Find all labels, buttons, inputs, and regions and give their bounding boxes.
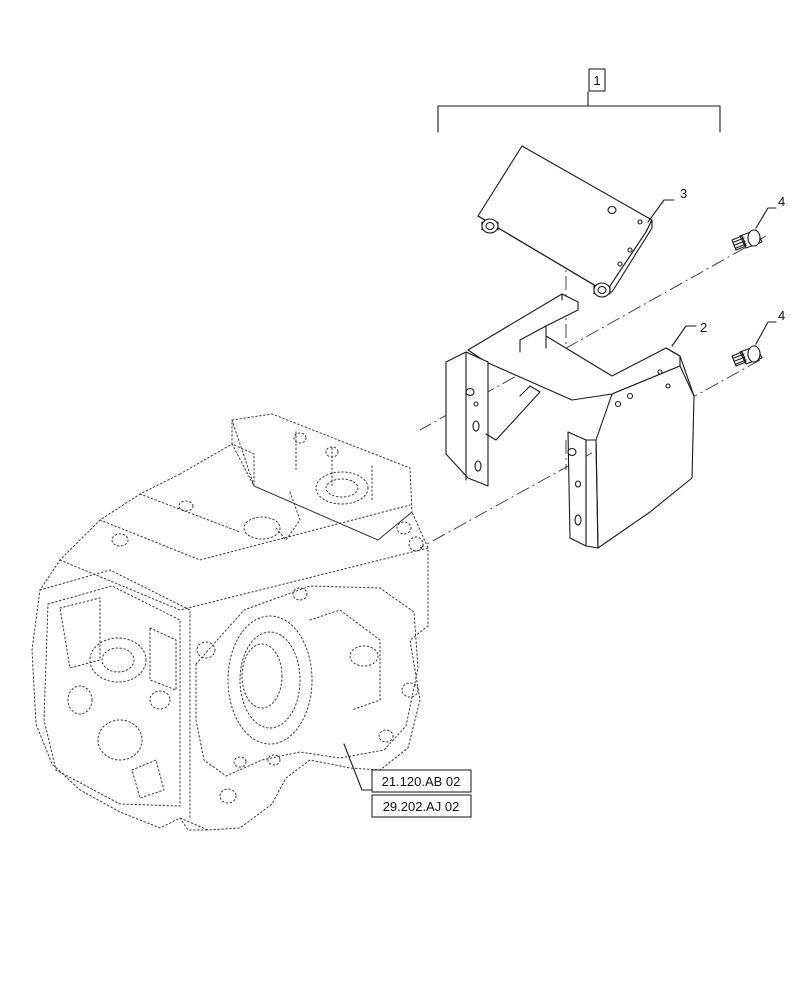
assembly-bracket (437, 91, 721, 133)
reference-leader (343, 743, 373, 791)
bolt-lower (731, 345, 763, 367)
callout-3[interactable]: 3 (680, 186, 687, 201)
callout-4-lower[interactable]: 4 (778, 308, 785, 323)
reference-box-2[interactable]: 29.202.AJ 02 (371, 794, 472, 818)
svg-text:2: 2 (700, 320, 707, 335)
mounting-plate (477, 145, 653, 298)
callout-1[interactable]: 1 (588, 68, 606, 92)
support-bracket (445, 293, 695, 549)
svg-text:21.120.AB 02: 21.120.AB 02 (382, 774, 461, 789)
svg-text:29.202.AJ 02: 29.202.AJ 02 (383, 799, 460, 814)
svg-text:4: 4 (778, 308, 785, 323)
svg-text:3: 3 (680, 186, 687, 201)
reference-box-1[interactable]: 21.120.AB 02 (371, 769, 472, 793)
svg-text:1: 1 (593, 73, 600, 88)
callout-leaders (647, 199, 777, 347)
callout-4-upper[interactable]: 4 (778, 194, 785, 209)
callout-2[interactable]: 2 (700, 320, 707, 335)
bolt-upper (731, 229, 763, 251)
svg-text:4: 4 (778, 194, 785, 209)
transmission-housing (31, 413, 429, 831)
